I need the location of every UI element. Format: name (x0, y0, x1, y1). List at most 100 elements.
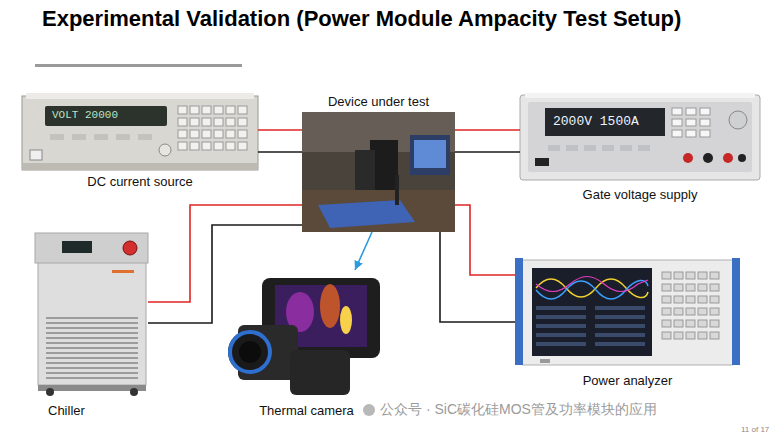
gate-supply-picture (729, 111, 747, 129)
power-analyzer-picture (520, 260, 735, 365)
power-analyzer-picture (710, 308, 719, 315)
title-rule (35, 64, 242, 67)
display-readout: VOLT 20000 (52, 109, 118, 122)
gate-supply-picture (602, 145, 614, 151)
device-under-test-photo (395, 175, 399, 205)
device-node: Thermal camera (228, 270, 385, 419)
watermark-icon (363, 404, 375, 416)
power-analyzer-picture (536, 277, 648, 292)
chiller-picture (130, 388, 138, 396)
device-under-test-photo (302, 190, 455, 232)
thermal-camera-picture (340, 306, 352, 334)
power-analyzer-picture (662, 296, 671, 303)
dc-source-picture (226, 142, 235, 150)
power-analyzer-picture (686, 320, 695, 327)
gate-supply-picture (672, 108, 682, 115)
power-analyzer-picture (662, 284, 671, 291)
gate-supply-picture (528, 102, 752, 172)
dc-source-picture (45, 106, 167, 126)
gate-supply-picture (700, 119, 710, 126)
dc-source-picture (22, 163, 258, 170)
gate-supply-picture (520, 93, 760, 180)
chiller-picture (46, 377, 138, 379)
chiller-picture (38, 385, 146, 391)
label-gap (520, 180, 760, 186)
dc-source-picture (226, 118, 235, 126)
thermal-camera-picture (290, 350, 350, 395)
dc-source-picture (50, 134, 64, 140)
gate-supply-picture (535, 158, 549, 166)
dc-source-picture (94, 134, 108, 140)
device-label: Thermal camera (228, 402, 385, 419)
power-analyzer-picture (536, 342, 586, 346)
dc-source-picture (178, 142, 187, 150)
power-analyzer-picture (536, 306, 586, 310)
cable-connector (455, 205, 515, 275)
gate-supply-picture (683, 153, 693, 163)
label-gap (515, 365, 740, 372)
gate-supply-picture (548, 145, 560, 151)
power-analyzer-picture (698, 332, 707, 339)
dc-source-picture (116, 134, 130, 140)
gate-supply-picture (638, 145, 650, 151)
device-label: Power analyzer (515, 372, 740, 389)
cable-connector (440, 232, 515, 322)
dc-source-picture (190, 106, 199, 114)
device-under-test-photo (302, 112, 455, 232)
power-analyzer-picture (698, 272, 707, 279)
power-analyzer-picture (662, 308, 671, 315)
thermal-camera-picture (228, 278, 380, 395)
gate-supply-picture (548, 145, 650, 151)
thermal-camera-picture (239, 341, 261, 363)
power-analyzer-picture (674, 320, 683, 327)
power-analyzer-picture (674, 272, 683, 279)
power-analyzer-picture (595, 306, 645, 310)
chiller-picture (112, 270, 134, 273)
chiller-picture (46, 347, 138, 349)
device-image-area (515, 258, 740, 365)
dc-source-picture (214, 130, 223, 138)
device-under-test-photo (414, 140, 446, 168)
dc-source-picture (22, 96, 258, 170)
dc-source-picture (238, 118, 247, 126)
dc-source-picture (214, 118, 223, 126)
power-analyzer-picture (698, 296, 707, 303)
chiller-picture (46, 337, 138, 339)
power-analyzer-picture (662, 272, 719, 339)
power-analyzer-picture (686, 308, 695, 315)
dc-source-picture (202, 142, 211, 150)
gate-supply-picture (672, 119, 682, 126)
label-gap (35, 395, 148, 402)
power-analyzer-picture (686, 284, 695, 291)
device-image-area (520, 93, 760, 180)
page-number: 11 of 17 (741, 425, 769, 435)
device-label: Gate voltage supply (520, 186, 760, 203)
gate-supply-picture (620, 145, 632, 151)
dc-source-picture (202, 130, 211, 138)
cable-connector (258, 129, 302, 131)
power-analyzer-picture (536, 306, 645, 346)
dc-source-picture (178, 106, 247, 150)
device-label: DC current source (22, 173, 258, 190)
label-gap (302, 110, 455, 112)
gate-supply-picture (723, 153, 733, 163)
chiller-picture (46, 317, 138, 319)
chiller-picture (46, 318, 138, 378)
gate-supply-picture (686, 130, 696, 137)
gate-supply-picture (703, 153, 713, 163)
gate-supply-picture (700, 130, 710, 137)
power-analyzer-picture (710, 332, 719, 339)
power-analyzer-picture (515, 258, 523, 365)
power-analyzer-picture (674, 332, 683, 339)
power-analyzer-picture (674, 284, 683, 291)
power-analyzer-picture (595, 324, 645, 328)
power-analyzer-picture (595, 315, 645, 319)
device-node: Power analyzer (515, 258, 740, 389)
dc-source-picture (214, 142, 223, 150)
device-under-test-photo (318, 200, 415, 228)
device-under-test-photo (302, 112, 455, 232)
device-image-area (302, 112, 455, 232)
cable-connector (455, 129, 520, 131)
power-analyzer-picture (674, 308, 683, 315)
